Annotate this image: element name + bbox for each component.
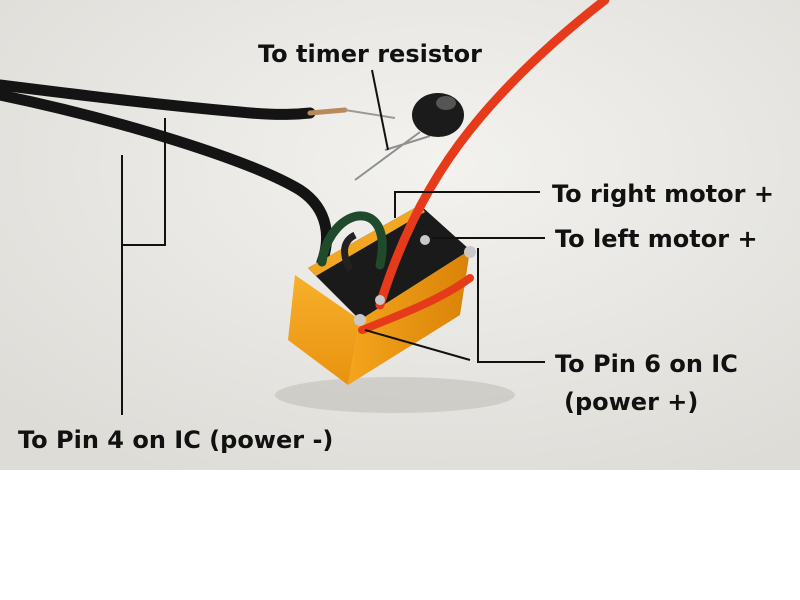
leader-line-timer [371,69,389,151]
label-pin6-line1: To Pin 6 on IC [555,350,738,378]
red-wire [375,0,610,310]
solder-joint [464,246,476,258]
annotated-relay-photo: To timer resistor To right motor + To le… [0,0,800,470]
leader-line-pin6-b [364,329,471,361]
timer-component-highlight [436,96,456,110]
red-wire-lower [358,274,474,334]
relay-top-rim [308,205,425,276]
label-pin6-line2: (power +) [564,388,698,416]
relay-side-face [348,250,470,385]
relay-shadow [275,377,515,413]
timer-lead-left [354,131,421,181]
green-wire [317,211,387,270]
label-left-motor: To left motor + [555,225,758,253]
label-right-motor: To right motor + [552,180,774,208]
solder-joint [354,314,366,326]
copper-wire-end [307,107,348,116]
black-lead-top [341,231,357,272]
relay-top [308,205,470,320]
label-pin4: To Pin 4 on IC (power -) [18,426,333,454]
leader-line-right-motor [394,191,540,218]
label-timer-resistor: To timer resistor [258,40,482,68]
leader-line-pin4-bracket [122,118,166,246]
relay-front-face [288,275,360,385]
timer-lead-right [384,135,431,151]
solder-joint [375,295,385,305]
black-wire-upper [0,79,316,120]
leader-line-pin6 [477,248,545,363]
solder-joint [420,235,430,245]
black-wire-lower [0,89,332,268]
resistor-lead [344,109,396,119]
